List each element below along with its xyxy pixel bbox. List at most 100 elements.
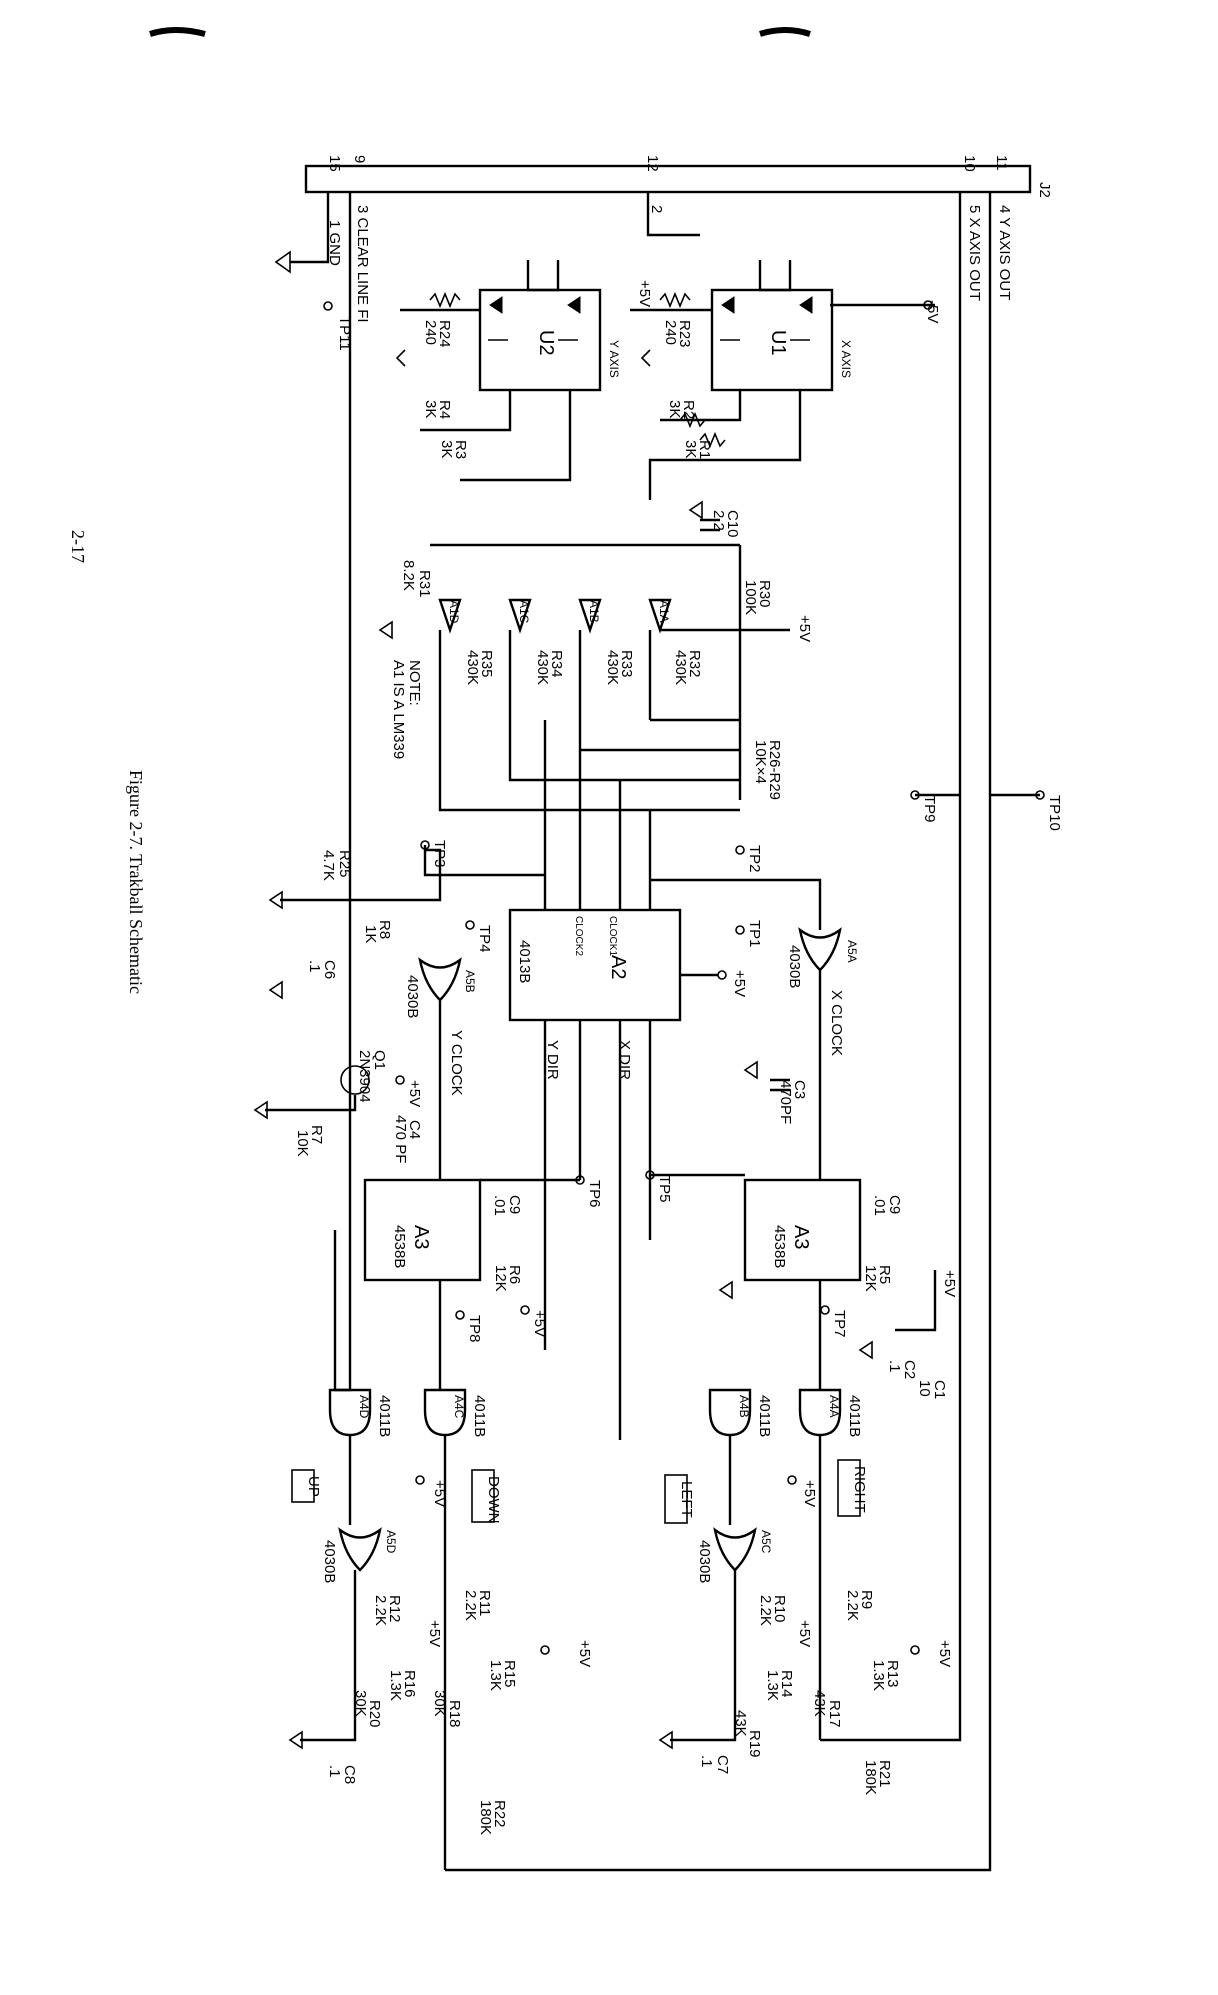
- svg-text:R16: R16: [401, 1670, 418, 1698]
- svg-text:1.3K: 1.3K: [870, 1660, 887, 1691]
- svg-text:C6: C6: [321, 960, 338, 979]
- svg-text:R34: R34: [548, 650, 565, 678]
- gate-a5c: A5C 4030B: [696, 1527, 773, 1583]
- comparator-a1c: A1C R34 430K: [508, 598, 565, 685]
- svg-text:R3: R3: [452, 440, 469, 459]
- svg-text:1.3K: 1.3K: [387, 1670, 404, 1701]
- svg-text:240: 240: [422, 320, 439, 345]
- capacitor-c8: C8 .1: [326, 1765, 358, 1784]
- resistor-r31: R31 8.2K: [400, 560, 433, 598]
- gate-a4a: A4A 4011B: [798, 1388, 863, 1437]
- svg-text:30K: 30K: [431, 1690, 448, 1717]
- line-y-axis-out: 4 Y AXIS OUT: [996, 205, 1013, 300]
- svg-text:430K: 430K: [464, 650, 481, 685]
- svg-text:C2: C2: [901, 1360, 918, 1379]
- opto-u1-label: X AXIS: [839, 340, 853, 378]
- svg-text:2.2K: 2.2K: [462, 1590, 479, 1621]
- resistor-r15: R15 1.3K: [487, 1660, 518, 1691]
- svg-text:4030B: 4030B: [321, 1540, 338, 1583]
- connector-j2: J2 11 10 12 9 15 4 Y AXIS OUT 5 X AXIS O…: [304, 155, 1053, 323]
- svg-text:R9: R9: [858, 1590, 875, 1609]
- opto-u2-name: U2: [535, 330, 557, 356]
- line-clear: 3 CLEAR LINE FI: [354, 205, 371, 323]
- svg-text:UP: UP: [305, 1476, 322, 1497]
- capacitor-c4: C4 470 PF: [392, 1115, 423, 1163]
- svg-text:A1D: A1D: [447, 600, 461, 624]
- svg-text:.01: .01: [871, 1195, 888, 1216]
- svg-text:R17: R17: [826, 1700, 843, 1728]
- signal-x-dir: X DIR: [616, 1040, 633, 1080]
- testpoint-tp11: TP11: [336, 316, 353, 351]
- label-up: UP: [291, 1469, 322, 1503]
- label-left: LEFT: [664, 1474, 695, 1524]
- svg-text:30K: 30K: [352, 1690, 369, 1717]
- svg-text:R2: R2: [680, 400, 697, 419]
- supply-5v-r12: +5V: [426, 1620, 443, 1647]
- resistor-r6: R6 12K: [492, 1265, 523, 1292]
- ground-symbol: [743, 1060, 758, 1080]
- supply-5v-a3y: +5V: [531, 1310, 548, 1337]
- svg-text:R7: R7: [308, 1125, 325, 1144]
- svg-text:4011B: 4011B: [846, 1395, 863, 1437]
- gnd-wire: [290, 192, 330, 264]
- svg-text:2.2K: 2.2K: [757, 1595, 774, 1626]
- svg-text:R24: R24: [436, 320, 453, 348]
- gate-a5b: A5B 4030B: [404, 957, 477, 1018]
- capacitor-c10: C10 2.2: [688, 500, 741, 538]
- svg-text:240: 240: [662, 320, 679, 345]
- svg-text:C9: C9: [506, 1195, 523, 1214]
- x-axis-out-wire: [820, 192, 962, 1742]
- svg-text:12K: 12K: [492, 1265, 509, 1292]
- svg-text:12: 12: [644, 155, 661, 172]
- svg-text:4011B: 4011B: [471, 1395, 488, 1437]
- svg-text:1.3K: 1.3K: [764, 1670, 781, 1701]
- resistor-r8: R8 1K: [362, 920, 393, 943]
- comparator-a1a: A1A R32 430K: [648, 598, 703, 685]
- comparator-note-text: A1 IS A LM339: [390, 660, 407, 759]
- svg-text:R15: R15: [501, 1660, 518, 1688]
- supply-5v-r10: +5V: [796, 1620, 813, 1647]
- resistor-pack-r26-r29: R26-R29 10K×4: [650, 718, 783, 812]
- ic-a2-part: 4013B: [516, 940, 533, 983]
- ground-symbol: [640, 349, 651, 367]
- resistor-r24: R24 240: [422, 291, 461, 348]
- y-axis-out-wire: [445, 192, 992, 1872]
- supply-5v-a5d: +5V: [431, 1480, 448, 1507]
- ic-a2: A2 4013B CLOCK1 CLOCK2: [508, 908, 682, 1022]
- svg-text:R12: R12: [386, 1595, 403, 1623]
- svg-text:4030B: 4030B: [786, 945, 803, 988]
- svg-text:R4: R4: [436, 400, 453, 419]
- svg-text:A5B: A5B: [463, 970, 477, 993]
- line-2: 2: [648, 205, 665, 213]
- testpoint-tp2: TP2: [746, 845, 763, 873]
- svg-text:10K×4: 10K×4: [752, 740, 769, 784]
- svg-text:.1: .1: [698, 1755, 715, 1768]
- resistor-r25: R25 4.7K: [320, 850, 353, 881]
- svg-text:180K: 180K: [862, 1760, 879, 1795]
- svg-text:Q1: Q1: [371, 1050, 388, 1070]
- svg-text:.1: .1: [886, 1360, 903, 1373]
- svg-text:11: 11: [993, 155, 1010, 171]
- ground-symbol: [274, 250, 291, 274]
- svg-text:R25: R25: [336, 850, 353, 878]
- svg-text:RIGHT: RIGHT: [851, 1466, 868, 1513]
- svg-text:C7: C7: [714, 1755, 731, 1774]
- resistor-r19: R18 30K: [431, 1690, 463, 1728]
- ic-a2-name: A2: [607, 955, 629, 979]
- svg-text:4.7K: 4.7K: [320, 850, 337, 881]
- ic-a3-y-name: A3: [410, 1225, 432, 1249]
- clear-line-wire: [333, 192, 352, 1392]
- ground-symbol: [858, 1340, 873, 1360]
- figure-caption: Figure 2-7. Trakball Schematic: [126, 770, 146, 994]
- connector-name: J2: [1036, 182, 1053, 198]
- svg-text:R32: R32: [686, 650, 703, 678]
- resistor-r1-r2: R2 3K R1 3K: [666, 400, 726, 459]
- opto-u2: U2 Y AXIS: [478, 260, 621, 392]
- svg-text:A5A: A5A: [845, 940, 859, 963]
- signal-y-dir: Y DIR: [544, 1040, 561, 1080]
- gate-a4b: A4B 4011B: [708, 1388, 773, 1437]
- svg-text:R23: R23: [676, 320, 693, 348]
- svg-text:2.2K: 2.2K: [844, 1590, 861, 1621]
- svg-text:C1: C1: [931, 1380, 948, 1399]
